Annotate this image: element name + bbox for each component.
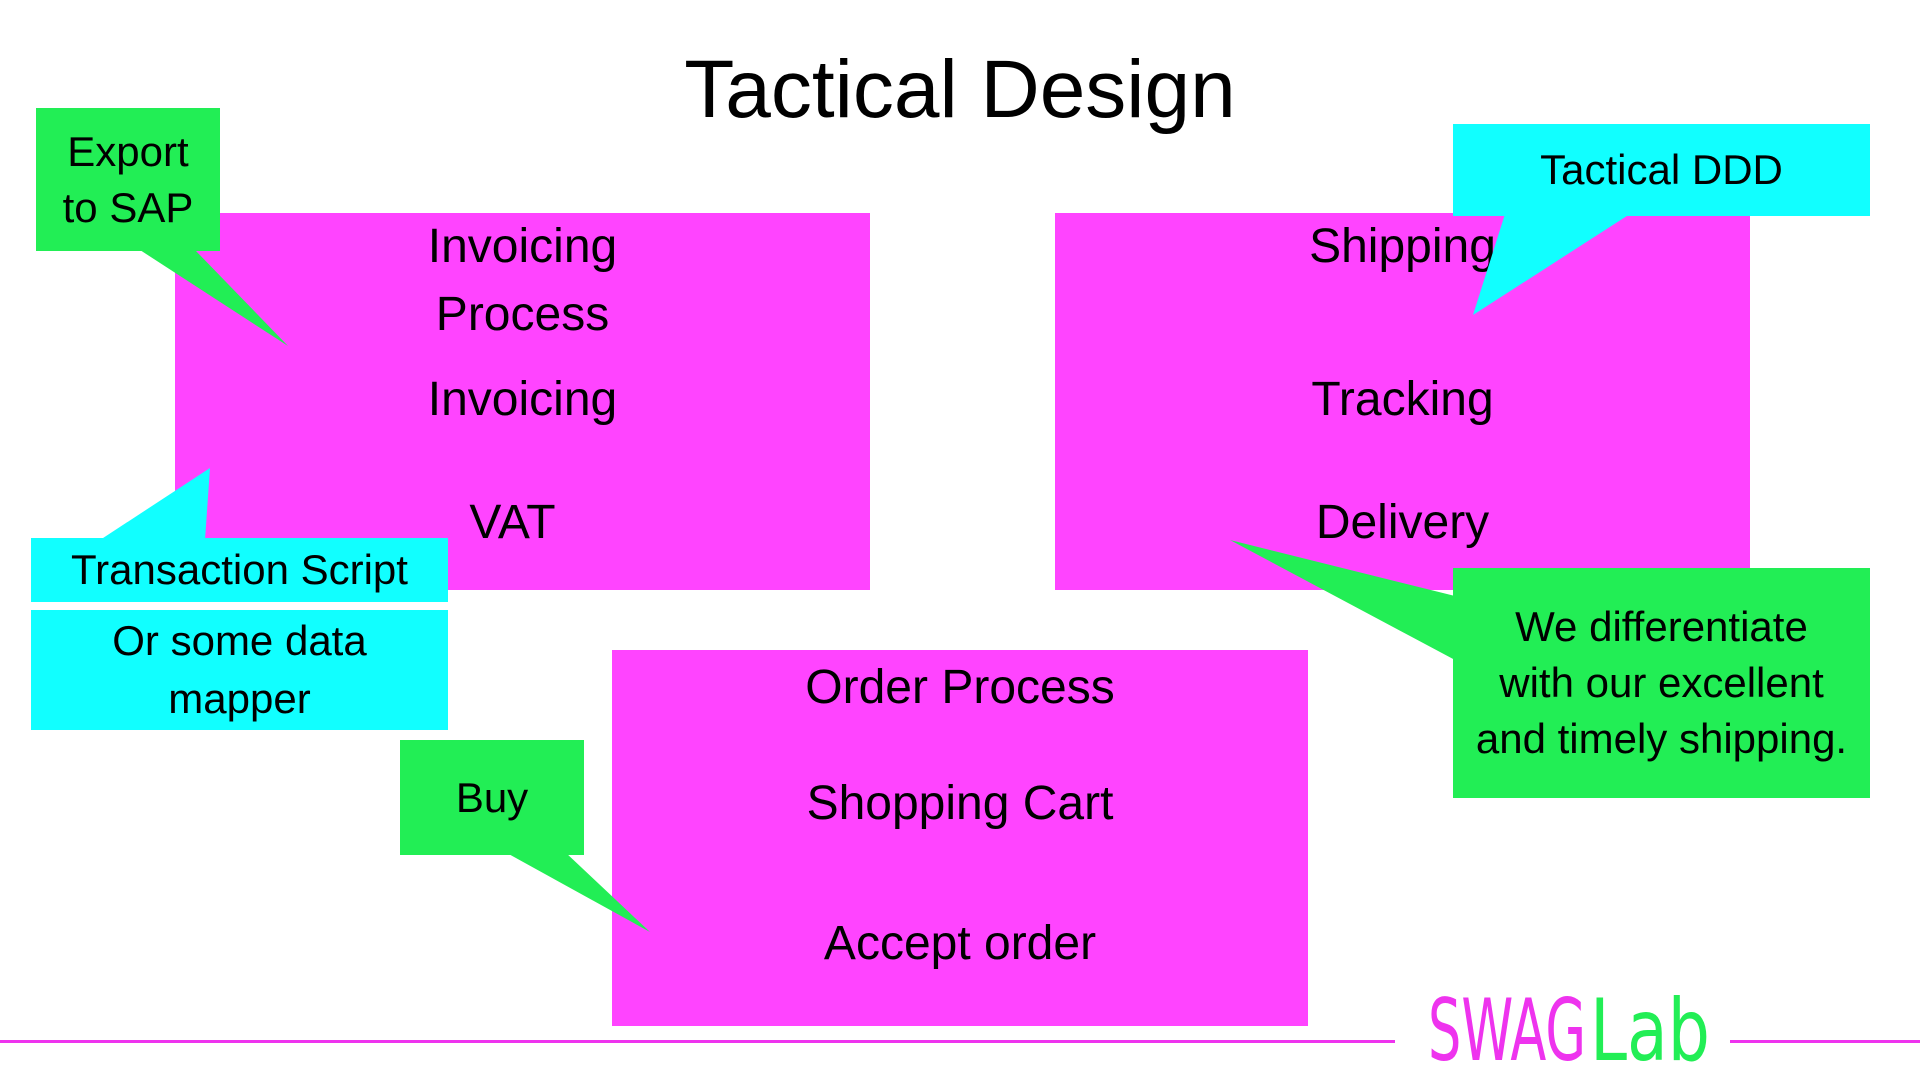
logo-lab-text: Lab	[1590, 982, 1710, 1072]
shipping-box: Shipping Tracking Delivery	[1055, 213, 1750, 590]
order-process-heading: Order Process	[805, 661, 1115, 714]
buy-callout: Buy	[400, 740, 584, 855]
tracking-item: Tracking	[1311, 373, 1494, 426]
order-process-box: Order Process Shopping Cart Accept order	[612, 650, 1308, 1026]
slide-title: Tactical Design	[684, 44, 1236, 135]
data-mapper-callout: Or some data mapper	[31, 610, 448, 730]
footer-rule-left	[0, 1040, 1395, 1043]
logo-swag-text: SWAG	[1428, 982, 1586, 1072]
export-to-sap-callout: Export to SAP	[36, 108, 220, 251]
transaction-script-callout: Transaction Script	[31, 538, 448, 602]
invoicing-box: Invoicing Process Invoicing VAT	[175, 213, 870, 590]
invoicing-heading: Invoicing Process	[427, 220, 618, 341]
shopping-cart-item: Shopping Cart	[806, 777, 1114, 830]
invoicing-item: Invoicing	[427, 373, 618, 426]
accept-order-item: Accept order	[823, 917, 1097, 970]
swaglab-logo: SWAG Lab	[1428, 982, 1710, 1072]
footer-rule-right	[1730, 1040, 1920, 1043]
differentiate-callout: We differentiate with our excellent and …	[1453, 568, 1870, 798]
tactical-ddd-callout: Tactical DDD	[1453, 124, 1870, 216]
delivery-item: Delivery	[1315, 496, 1490, 549]
vat-item: VAT	[469, 496, 556, 549]
shipping-heading: Shipping	[1309, 220, 1496, 273]
